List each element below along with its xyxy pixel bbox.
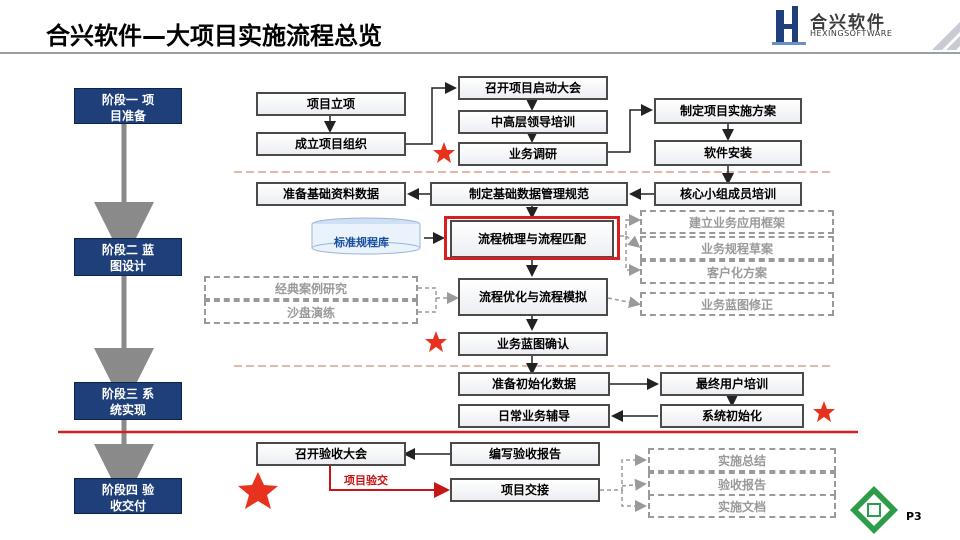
box-survey: 业务调研 <box>458 142 608 166</box>
star-icon <box>425 331 447 352</box>
dbox-impl-summary: 实施总结 <box>648 448 836 472</box>
stage-3-line2: 统实现 <box>109 403 146 417</box>
dbox-app-framework: 建立业务应用框架 <box>640 210 834 234</box>
company-logo: 合兴软件 HEXINGSOFTWARE <box>772 4 960 50</box>
box-core-training: 核心小组成员培训 <box>654 182 802 206</box>
box-blueprint-confirm: 业务蓝图确认 <box>458 332 608 356</box>
dbox-impl-docs: 实施文档 <box>648 494 836 518</box>
box-impl-plan: 制定项目实施方案 <box>654 98 802 124</box>
standard-library-label: 标准规程库 <box>334 236 389 249</box>
star-icon <box>238 472 278 509</box>
box-accept-meeting: 召开验收大会 <box>256 442 406 466</box>
page-number: P3 <box>906 510 922 523</box>
logo-english: HEXINGSOFTWARE <box>810 29 893 38</box>
stage-1-line2: 目准备 <box>109 109 146 123</box>
title-underline <box>0 52 960 54</box>
stage-2-line1: 阶段二 蓝 <box>101 243 155 257</box>
stage-4-line2: 收交付 <box>109 499 146 513</box>
stage-4: 阶段四 验 收交付 <box>74 478 182 514</box>
box-base-data-prep: 准备基础资料数据 <box>256 182 406 206</box>
box-software-install: 软件安装 <box>654 140 802 166</box>
dbox-process-draft: 业务规程草案 <box>640 236 834 260</box>
box-daily-support: 日常业务辅导 <box>458 404 610 428</box>
stage-3: 阶段三 系 统实现 <box>74 382 182 420</box>
box-write-report: 编写验收报告 <box>450 442 600 466</box>
box-system-init: 系统初始化 <box>660 404 804 428</box>
dbox-case-study: 经典案例研究 <box>204 276 418 300</box>
dbox-customization: 客户化方案 <box>640 260 834 284</box>
star-icon <box>813 401 835 422</box>
star-icon <box>433 142 455 163</box>
stage-1: 阶段一 项 目准备 <box>74 88 182 124</box>
dbox-sandbox: 沙盘演练 <box>204 300 418 324</box>
box-handover: 项目交接 <box>450 478 600 502</box>
box-project-setup: 项目立项 <box>256 92 406 116</box>
dbox-accept-report: 验收报告 <box>648 472 836 496</box>
logo-stripes <box>932 22 960 50</box>
box-team-setup: 成立项目组织 <box>256 132 406 156</box>
box-mid-training: 中高层领导培训 <box>458 110 608 134</box>
box-end-user-training: 最终用户培训 <box>660 372 804 396</box>
stage-4-line1: 阶段四 验 <box>101 483 155 497</box>
acceptance-label: 项目验交 <box>344 474 388 487</box>
stage-2-line2: 图设计 <box>109 259 146 273</box>
stage-2: 阶段二 蓝 图设计 <box>74 238 182 276</box>
stage-1-line1: 阶段一 项 <box>101 93 155 107</box>
diamond-icon <box>850 486 898 534</box>
box-process-opt: 流程优化与流程模拟 <box>458 278 608 316</box>
logo-icon <box>772 6 806 45</box>
box-init-data-prep: 准备初始化数据 <box>458 372 610 396</box>
highlight-frame <box>444 216 620 260</box>
box-kickoff: 召开项目启动大会 <box>458 76 608 100</box>
logo-chinese: 合兴软件 <box>810 13 886 33</box>
dbox-blueprint-revise: 业务蓝图修正 <box>640 292 834 316</box>
page-title: 合兴软件—大项目实施流程总览 <box>46 22 382 50</box>
box-base-data-rules: 制定基础数据管理规范 <box>430 182 628 206</box>
stage-3-line1: 阶段三 系 <box>101 387 155 401</box>
database-icon <box>311 217 421 255</box>
